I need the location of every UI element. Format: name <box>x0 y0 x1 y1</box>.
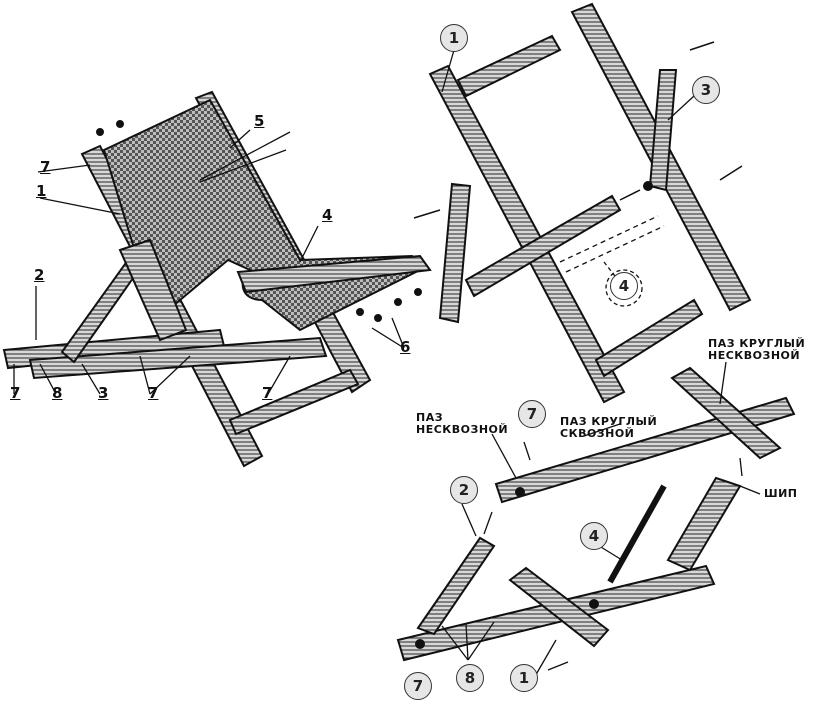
frame-callout-3: 3 <box>692 76 720 104</box>
caption-paz-kruglyy-skvoznoy: ПАЗ КРУГЛЫЙ СКВОЗНОЙ <box>560 416 657 440</box>
base-upright-right <box>666 476 742 572</box>
label-8: 8 <box>52 384 63 402</box>
label-3: 3 <box>98 384 109 402</box>
frame-top-rail <box>456 34 562 98</box>
caption-paz-kruglyy-skvoznoy-line1: ПАЗ КРУГЛЫЙ <box>560 415 658 428</box>
label-6: 6 <box>400 338 411 356</box>
frame-screws <box>413 41 743 219</box>
caption-paz-kruglyy-skvoznoy-line2: СКВОЗНОЙ <box>560 427 635 440</box>
base-short-block <box>670 366 782 460</box>
label-2: 2 <box>34 266 45 284</box>
frame-low-rail <box>594 298 704 378</box>
base-bar-top <box>494 396 796 504</box>
side-strut-2 <box>118 238 188 342</box>
base-callout-2: 2 <box>450 476 478 504</box>
frame-dashed-rod <box>559 215 665 281</box>
frame-rod-4-circle <box>605 269 643 307</box>
label-7-top: 7 <box>40 158 51 176</box>
base-upright-2 <box>416 536 496 636</box>
base-callout-7-top: 7 <box>518 400 546 428</box>
base-callout-8: 8 <box>456 664 484 692</box>
base-callout-7-bottom: 7 <box>404 672 432 700</box>
base-rod-4 <box>607 484 667 584</box>
caption-paz-neskvoznoy-line1: ПАЗ <box>416 411 444 424</box>
base-leaders <box>441 361 761 679</box>
assembled-chair <box>2 90 432 468</box>
caption-paz-kruglyy-neskvoznoy-line1: ПАЗ КРУГЛЫЙ <box>708 337 806 350</box>
arm-bar <box>236 254 432 294</box>
caption-paz-neskvoznoy: ПАЗ НЕСКВОЗНОЙ <box>416 412 508 436</box>
caption-paz-neskvoznoy-line2: НЕСКВОЗНОЙ <box>416 423 509 436</box>
frame-mid-rail <box>464 194 622 298</box>
frame-callout-1: 1 <box>440 24 468 52</box>
frame-leg-1 <box>428 64 626 404</box>
caption-paz-kruglyy-neskvoznoy: ПАЗ КРУГЛЫЙ НЕСКВОЗНОЙ <box>708 338 805 362</box>
base-exploded <box>396 366 796 662</box>
frame-callout-4: 4 <box>610 272 638 300</box>
cross-bar <box>228 368 360 436</box>
label-7-right: 7 <box>262 384 273 402</box>
frame-short-leg <box>438 182 472 324</box>
base-bar-long <box>28 336 328 380</box>
base-part-1 <box>508 566 610 648</box>
base-callout-4: 4 <box>580 522 608 550</box>
base-callout-1: 1 <box>510 664 538 692</box>
label-5: 5 <box>254 112 265 130</box>
label-4: 4 <box>322 206 333 224</box>
frame-leaders <box>441 49 695 121</box>
label-7-mid: 7 <box>148 384 159 402</box>
caption-ship: ШИП <box>764 487 798 500</box>
frame-exploded <box>428 2 752 404</box>
assembled-leaders <box>13 129 405 395</box>
label-7-left: 7 <box>10 384 21 402</box>
label-1: 1 <box>36 182 47 200</box>
frame-brace-3 <box>648 69 678 192</box>
caption-paz-kruglyy-neskvoznoy-line2: НЕСКВОЗНОЙ <box>708 349 801 362</box>
